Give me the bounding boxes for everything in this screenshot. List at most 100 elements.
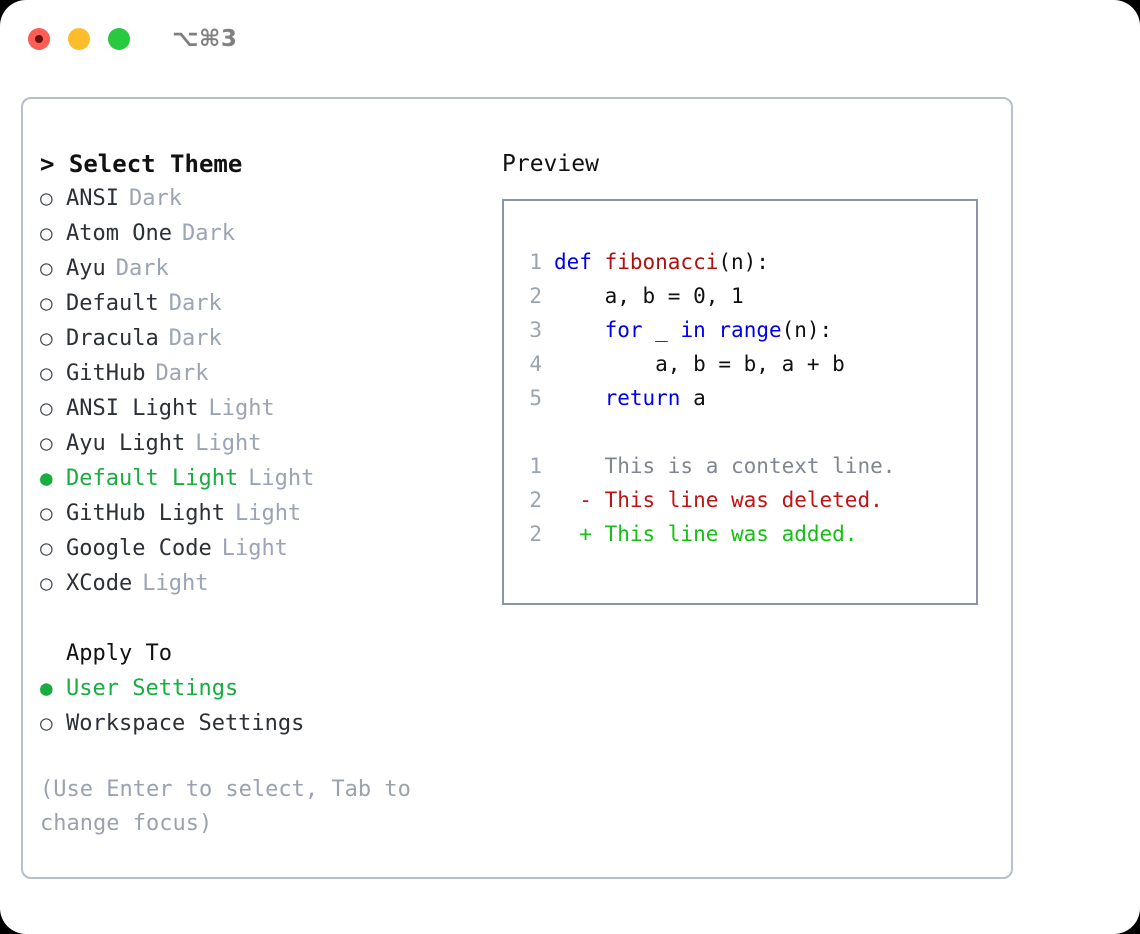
code-line-number: 4	[529, 352, 542, 376]
theme-kind-badge: Light	[208, 396, 275, 421]
diff-marker: -	[554, 488, 605, 512]
diff-text: This line was deleted.	[604, 488, 883, 512]
code-token-kw: in	[680, 318, 706, 342]
apply-to-label: Workspace Settings	[66, 711, 305, 736]
theme-kind-badge: Dark	[155, 361, 209, 386]
theme-list-item[interactable]: ○ GitHub Light Light	[40, 496, 490, 531]
diff-line-content: This is a context line.	[554, 449, 896, 483]
apply-to-list: ● User Settings ○ Workspace Settings	[40, 671, 490, 741]
theme-name-label: Atom One	[66, 221, 172, 246]
diff-text: This line was added.	[604, 522, 858, 546]
diff-block: 1 This is a context line. 2 - This line w…	[516, 449, 976, 551]
theme-name-label: ANSI	[66, 186, 119, 211]
radio-selected-icon: ●	[40, 676, 53, 700]
radio-unselected-icon: ○	[40, 291, 53, 315]
minimize-window-button[interactable]	[68, 28, 90, 50]
theme-name-label: Dracula	[66, 326, 159, 351]
theme-name-label: XCode	[66, 571, 133, 596]
radio-unselected-icon: ○	[40, 711, 53, 735]
code-token-plain: a, b = 0, 1	[554, 284, 744, 308]
code-line-number: 3	[529, 318, 542, 342]
code-line-text: def fibonacci(n):	[554, 245, 769, 279]
code-line: 4 a, b = b, a + b	[516, 347, 976, 381]
theme-name-label: GitHub Light	[66, 501, 225, 526]
code-line-text: a, b = 0, 1	[554, 279, 744, 313]
code-token-plain	[554, 318, 605, 342]
title-bar: ⌥⌘3	[0, 0, 1140, 78]
radio-selected-icon: ●	[40, 466, 53, 490]
code-line: 2 a, b = 0, 1	[516, 279, 976, 313]
theme-kind-badge: Light	[142, 571, 209, 596]
radio-unselected-icon: ○	[40, 501, 53, 525]
theme-list-item[interactable]: ○ Dracula Dark	[40, 321, 490, 356]
theme-kind-badge: Dark	[128, 186, 182, 211]
theme-name-label: Ayu Light	[66, 431, 186, 456]
code-token-plain: (n):	[718, 250, 769, 274]
diff-line-number: 2	[529, 488, 542, 512]
apply-to-item[interactable]: ○ Workspace Settings	[40, 706, 490, 741]
code-token-plain: (n):	[781, 318, 833, 342]
theme-kind-badge: Light	[221, 536, 288, 561]
code-token-kw: return	[604, 386, 681, 410]
diff-line: 1 This is a context line.	[516, 449, 976, 483]
theme-kind-badge: Light	[248, 466, 315, 491]
theme-list-item[interactable]: ○ XCode Light	[40, 566, 490, 601]
maximize-window-button[interactable]	[108, 28, 130, 50]
radio-unselected-icon: ○	[40, 326, 53, 350]
diff-line-content: - This line was deleted.	[554, 483, 883, 517]
close-window-button[interactable]	[28, 28, 50, 50]
radio-unselected-icon: ○	[40, 186, 53, 210]
code-token-fn: fibonacci	[604, 250, 719, 274]
code-diff-spacer	[516, 415, 976, 449]
theme-kind-badge: Dark	[168, 326, 222, 351]
theme-kind-badge: Dark	[115, 256, 169, 281]
code-line: 3 for _ in range(n):	[516, 313, 976, 347]
apply-to-label: User Settings	[66, 676, 239, 701]
diff-line-number: 1	[529, 454, 542, 478]
diff-marker	[554, 454, 605, 478]
code-token-plain: _	[642, 318, 681, 342]
theme-name-label: Google Code	[66, 536, 212, 561]
code-token-plain	[706, 318, 719, 342]
code-line-text: a, b = b, a + b	[554, 347, 845, 381]
theme-list-item[interactable]: ○ ANSI Dark	[40, 181, 490, 216]
diff-line: 2 + This line was added.	[516, 517, 976, 551]
theme-name-label: ANSI Light	[66, 396, 199, 421]
radio-unselected-icon: ○	[40, 571, 53, 595]
code-token-plain: a, b = b, a + b	[554, 352, 845, 376]
keyboard-shortcut-label: ⌥⌘3	[172, 26, 238, 52]
section-spacer	[40, 601, 490, 637]
radio-unselected-icon: ○	[40, 361, 53, 385]
code-token-plain	[554, 386, 605, 410]
theme-kind-badge: Light	[195, 431, 262, 456]
theme-name-label: Ayu	[66, 256, 106, 281]
keyboard-hint: (Use Enter to select, Tab to change focu…	[40, 777, 411, 836]
code-line: 1 def fibonacci(n):	[516, 245, 976, 279]
diff-line-content: + This line was added.	[554, 517, 857, 551]
theme-name-label: Default	[66, 291, 159, 316]
code-line-text: for _ in range(n):	[554, 313, 833, 347]
code-line-text: return a	[554, 381, 706, 415]
apply-to-item[interactable]: ● User Settings	[40, 671, 490, 706]
code-line: 5 return a	[516, 381, 976, 415]
diff-marker: +	[554, 522, 605, 546]
code-line-number: 1	[529, 250, 542, 274]
preview-title: Preview	[502, 151, 599, 177]
radio-unselected-icon: ○	[40, 221, 53, 245]
theme-kind-badge: Light	[234, 501, 302, 526]
code-token-plain: a	[680, 386, 706, 410]
code-token-kw: for	[604, 318, 643, 342]
